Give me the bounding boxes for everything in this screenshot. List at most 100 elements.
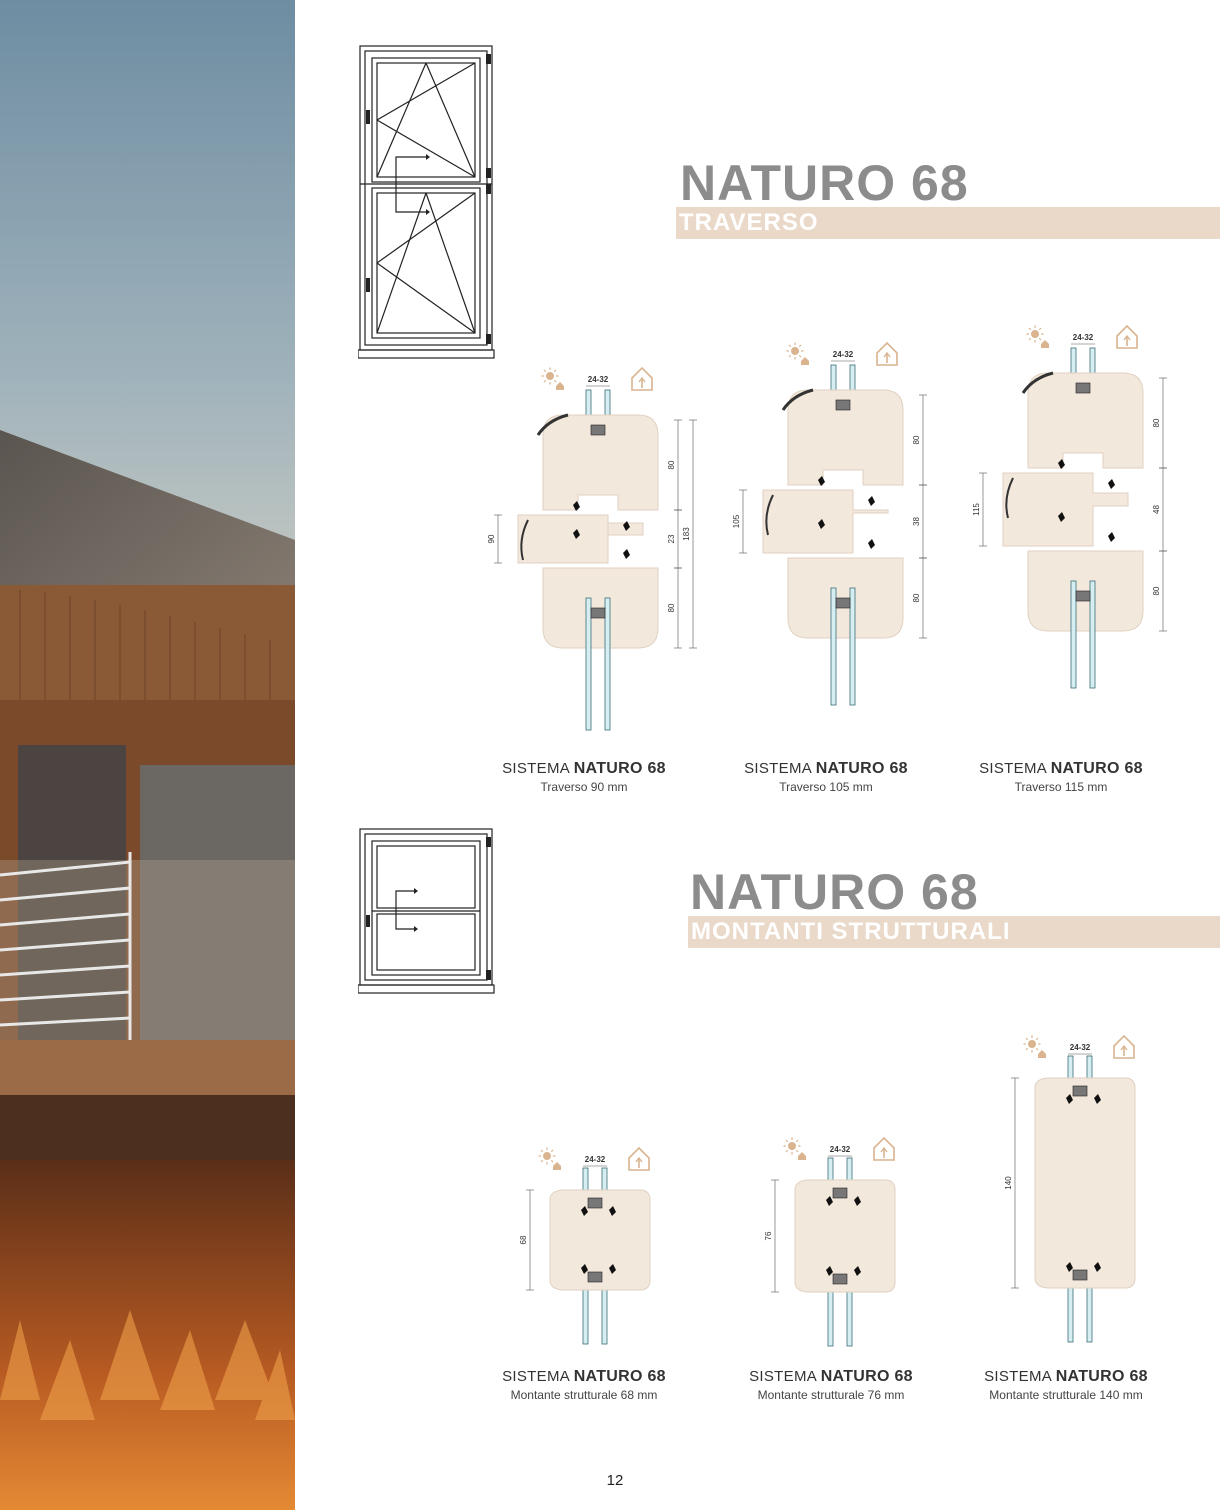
glass-unit	[1070, 580, 1096, 689]
gasket	[854, 1196, 861, 1206]
dimension-label: 48	[1152, 505, 1161, 514]
glass-spacer	[1072, 1269, 1088, 1281]
dimension-label: 68	[519, 1235, 528, 1244]
house-heat-icon	[631, 366, 653, 391]
profile-drawing-traverso-105: 24-32 105 80 38 80	[725, 335, 945, 720]
glass-spacer	[832, 1187, 848, 1199]
glass-width-label: 24-32	[585, 1155, 606, 1164]
section-subtitle: MONTANTI STRUTTURALI	[691, 918, 1011, 945]
house-heat-icon	[1113, 1034, 1135, 1059]
dimension-label: 80	[667, 603, 676, 612]
dimension-line: 23	[667, 509, 682, 569]
profile-caption: SISTEMA NATURO 68 Traverso 105 mm	[744, 760, 908, 794]
product-title: NATURO 68	[690, 864, 979, 920]
glass-spacer	[835, 399, 851, 411]
gasket	[826, 1196, 833, 1206]
window-diagram-mullion	[357, 827, 498, 1004]
house-photo	[0, 0, 295, 1510]
house-heat-icon	[1116, 324, 1138, 349]
transom-profile	[1002, 472, 1129, 547]
gasket	[1108, 479, 1115, 489]
glass-unit	[830, 587, 856, 706]
glass-width-label: 24-32	[1070, 1043, 1091, 1052]
gasket	[581, 1264, 588, 1274]
section-title-traverso: NATURO 68	[680, 158, 969, 208]
glass-spacer	[587, 1271, 603, 1283]
drip-cap	[1005, 477, 1014, 519]
dimension-line: 38	[912, 484, 927, 559]
dimension-line: 183	[682, 419, 697, 649]
glass-spacer	[1075, 590, 1091, 602]
dimension-line: 80	[667, 419, 682, 511]
dimension-label: 23	[667, 534, 676, 543]
sun-house-icon	[1026, 325, 1049, 348]
gasket	[868, 539, 875, 549]
dimension-label: 115	[972, 503, 981, 516]
dimension-label: 80	[1152, 586, 1161, 595]
dimension-line: 140	[1004, 1077, 1019, 1289]
house-heat-icon	[876, 341, 898, 366]
page-number: 12	[606, 1472, 624, 1489]
glass-spacer	[835, 597, 851, 609]
glass-spacer	[590, 424, 606, 436]
mullion-profile	[1034, 1077, 1136, 1289]
glass-width-dimension: 24-32	[828, 1145, 852, 1157]
profile-drawing-montante-68: 24-32 68	[505, 1140, 685, 1355]
dimension-line: 68	[519, 1189, 534, 1291]
dimension-label: 80	[912, 593, 921, 602]
gasket	[1108, 532, 1115, 542]
transom-profile	[762, 489, 889, 554]
top-sash-profile	[542, 414, 659, 511]
profile-caption: SISTEMA NATURO 68 Traverso 115 mm	[979, 760, 1143, 794]
profile-drawing-montante-140: 24-32 140	[990, 1028, 1170, 1353]
gasket	[1058, 459, 1065, 469]
gasket	[1066, 1094, 1073, 1104]
gasket	[818, 476, 825, 486]
mullion-profile	[549, 1189, 651, 1291]
sun-house-icon	[1023, 1035, 1046, 1058]
transom-profile	[517, 514, 644, 564]
profile-caption: SISTEMA NATURO 68 Montante strutturale 1…	[984, 1368, 1148, 1402]
gasket	[623, 549, 630, 559]
subtitle-band: MONTANTI STRUTTURALI	[688, 916, 1220, 948]
glass-unit	[585, 597, 611, 731]
glass-width-label: 24-32	[830, 1145, 851, 1154]
top-sash-profile	[1027, 372, 1144, 469]
profile-drawing-traverso-90: 24-32 90 80 23 80 183	[480, 360, 700, 745]
dimension-line: 76	[764, 1179, 779, 1293]
dimension-line: 105	[732, 489, 747, 554]
gasket	[1058, 512, 1065, 522]
gasket	[1066, 1262, 1073, 1272]
dimension-label: 80	[912, 435, 921, 444]
mullion-profile	[794, 1179, 896, 1293]
dimension-label: 38	[912, 517, 921, 526]
drip-cap	[765, 494, 774, 536]
dimension-label: 140	[1004, 1176, 1013, 1190]
dimension-line: 80	[1152, 377, 1167, 469]
section-title-montanti: NATURO 68	[690, 867, 979, 917]
dimension-label: 80	[1152, 418, 1161, 427]
dimension-line: 80	[667, 567, 682, 649]
gasket	[868, 496, 875, 506]
dimension-line: 80	[912, 394, 927, 486]
gasket	[1094, 1094, 1101, 1104]
drip-cap	[520, 519, 529, 561]
profile-caption: SISTEMA NATURO 68 Montante strutturale 6…	[502, 1368, 666, 1402]
gasket	[609, 1206, 616, 1216]
dimension-label: 80	[667, 460, 676, 469]
house-heat-icon	[628, 1146, 650, 1171]
glass-width-dimension: 24-32	[1068, 1043, 1092, 1055]
dimension-line: 80	[1152, 550, 1167, 632]
sun-house-icon	[786, 342, 809, 365]
drip-cap	[536, 413, 569, 436]
profile-caption: SISTEMA NATURO 68 Montante strutturale 7…	[749, 1368, 913, 1402]
glass-width-label: 24-32	[588, 375, 609, 384]
glass-spacer	[1072, 1085, 1088, 1097]
dimension-line: 48	[1152, 467, 1167, 552]
dimension-line: 90	[487, 514, 502, 564]
glass-width-label: 24-32	[833, 350, 854, 359]
gasket	[826, 1266, 833, 1276]
top-sash-profile	[787, 389, 904, 486]
product-title: NATURO 68	[680, 155, 969, 211]
glass-spacer	[590, 607, 606, 619]
